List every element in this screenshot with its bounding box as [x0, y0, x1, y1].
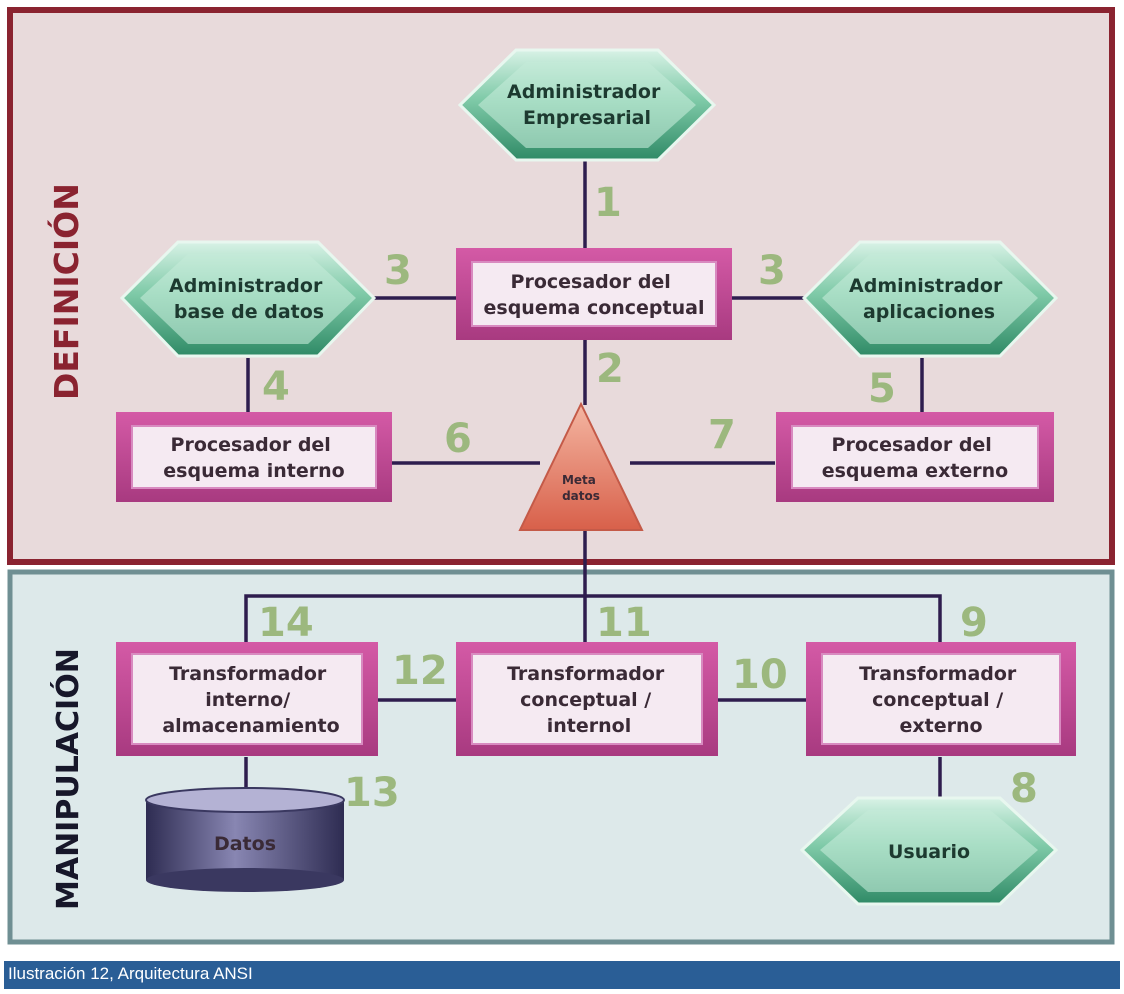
- trans-conceptual-interno-node: Transformador conceptual / internol: [456, 642, 718, 756]
- trans-conceptual-interno-line2: conceptual /: [520, 689, 651, 711]
- trans-conceptual-externo-node: Transformador conceptual / externo: [806, 642, 1076, 756]
- svg-text:Administrador Empresaria: Administrador Empresarial: [507, 81, 667, 129]
- svg-text:Procesador del esquema c: Procesador del esquema conceptual: [484, 271, 705, 319]
- trans-conceptual-externo-line1: Transformador: [859, 663, 1017, 685]
- svg-text:Transformador conceptual: Transformador conceptual / externo: [859, 663, 1023, 737]
- edge-label-8: 8: [1010, 766, 1038, 812]
- trans-conceptual-externo-line3: externo: [899, 715, 982, 737]
- trans-interno-line2: interno/: [205, 689, 290, 711]
- admin-bd-line1: Administrador: [169, 275, 323, 297]
- trans-interno-line1: Transformador: [169, 663, 327, 685]
- proc-interno-line2: esquema interno: [163, 460, 344, 482]
- connector-bus: [244, 594, 942, 642]
- admin-aplicaciones-line1: Administrador: [849, 275, 1003, 297]
- trans-conceptual-interno-line1: Transformador: [507, 663, 665, 685]
- edge-labels: 1 2 3 3 4 5 6 7 8 9 10 11 12 13 14: [258, 180, 1038, 816]
- proc-externo-line2: esquema externo: [822, 460, 1009, 482]
- definition-title: DEFINICIÓN: [46, 183, 86, 400]
- edge-label-14: 14: [258, 600, 314, 646]
- proc-externo-node: Procesador del esquema externo: [776, 412, 1054, 502]
- edge-label-2: 2: [596, 346, 624, 392]
- svg-text:Meta datos: Meta datos: [562, 473, 600, 503]
- svg-text:Administrador aplicacion: Administrador aplicaciones: [849, 275, 1009, 323]
- svg-text:Transformador interno/: Transformador interno/ almacenamiento: [162, 663, 339, 737]
- trans-interno-node: Transformador interno/ almacenamiento: [116, 642, 378, 756]
- svg-text:Transformador conceptual: Transformador conceptual / internol: [507, 663, 671, 737]
- proc-conceptual-line1: Procesador del: [511, 271, 671, 293]
- metadatos-node: Meta datos: [518, 401, 644, 531]
- svg-text:Administrador base de da: Administrador base de datos: [169, 275, 329, 323]
- datos-label: Datos: [214, 833, 276, 855]
- trans-interno-line3: almacenamiento: [162, 715, 339, 737]
- svg-text:Procesador del esquema i: Procesador del esquema interno: [163, 434, 344, 482]
- caption-bar: Ilustración 12, Arquitectura ANSI: [4, 961, 1120, 989]
- admin-empresarial-line1: Administrador: [507, 81, 661, 103]
- proc-conceptual-line2: esquema conceptual: [484, 297, 705, 319]
- edge-label-6: 6: [444, 416, 472, 462]
- edge-label-3-left: 3: [384, 248, 412, 294]
- usuario-node: Usuario: [799, 796, 1059, 906]
- figure-caption: Ilustración 12, Arquitectura ANSI: [8, 964, 253, 983]
- admin-empresarial-node: Administrador Empresarial: [457, 48, 717, 162]
- proc-interno-node: Procesador del esquema interno: [116, 412, 392, 502]
- edge-label-7: 7: [708, 412, 736, 458]
- edge-label-3-right: 3: [758, 248, 786, 294]
- edge-label-4: 4: [262, 364, 290, 410]
- edge-label-10: 10: [732, 652, 788, 698]
- proc-externo-line1: Procesador del: [832, 434, 992, 456]
- edge-label-1: 1: [594, 180, 622, 226]
- admin-aplicaciones-line2: aplicaciones: [863, 301, 995, 323]
- proc-interno-line1: Procesador del: [171, 434, 331, 456]
- proc-conceptual-node: Procesador del esquema conceptual: [456, 248, 732, 340]
- trans-conceptual-externo-line2: conceptual /: [872, 689, 1003, 711]
- svg-text:Procesador del esquema e: Procesador del esquema externo: [822, 434, 1009, 482]
- usuario-label: Usuario: [888, 841, 970, 863]
- metadatos-line1: Meta: [562, 473, 596, 487]
- metadatos-line2: datos: [562, 489, 600, 503]
- trans-conceptual-interno-line3: internol: [547, 715, 631, 737]
- admin-aplicaciones-node: Administrador aplicaciones: [801, 240, 1059, 358]
- edge-label-9: 9: [960, 600, 988, 646]
- edge-label-13: 13: [344, 770, 400, 816]
- admin-empresarial-line2: Empresarial: [523, 107, 651, 129]
- connectors: [244, 160, 942, 800]
- admin-bd-node: Administrador base de datos: [119, 240, 377, 358]
- edge-label-11: 11: [596, 600, 652, 646]
- edge-label-5: 5: [868, 366, 896, 412]
- datos-database-icon: Datos: [145, 787, 345, 892]
- manipulation-title: MANIPULACIÓN: [49, 648, 86, 910]
- edge-label-12: 12: [392, 648, 448, 694]
- admin-bd-line2: base de datos: [174, 301, 324, 323]
